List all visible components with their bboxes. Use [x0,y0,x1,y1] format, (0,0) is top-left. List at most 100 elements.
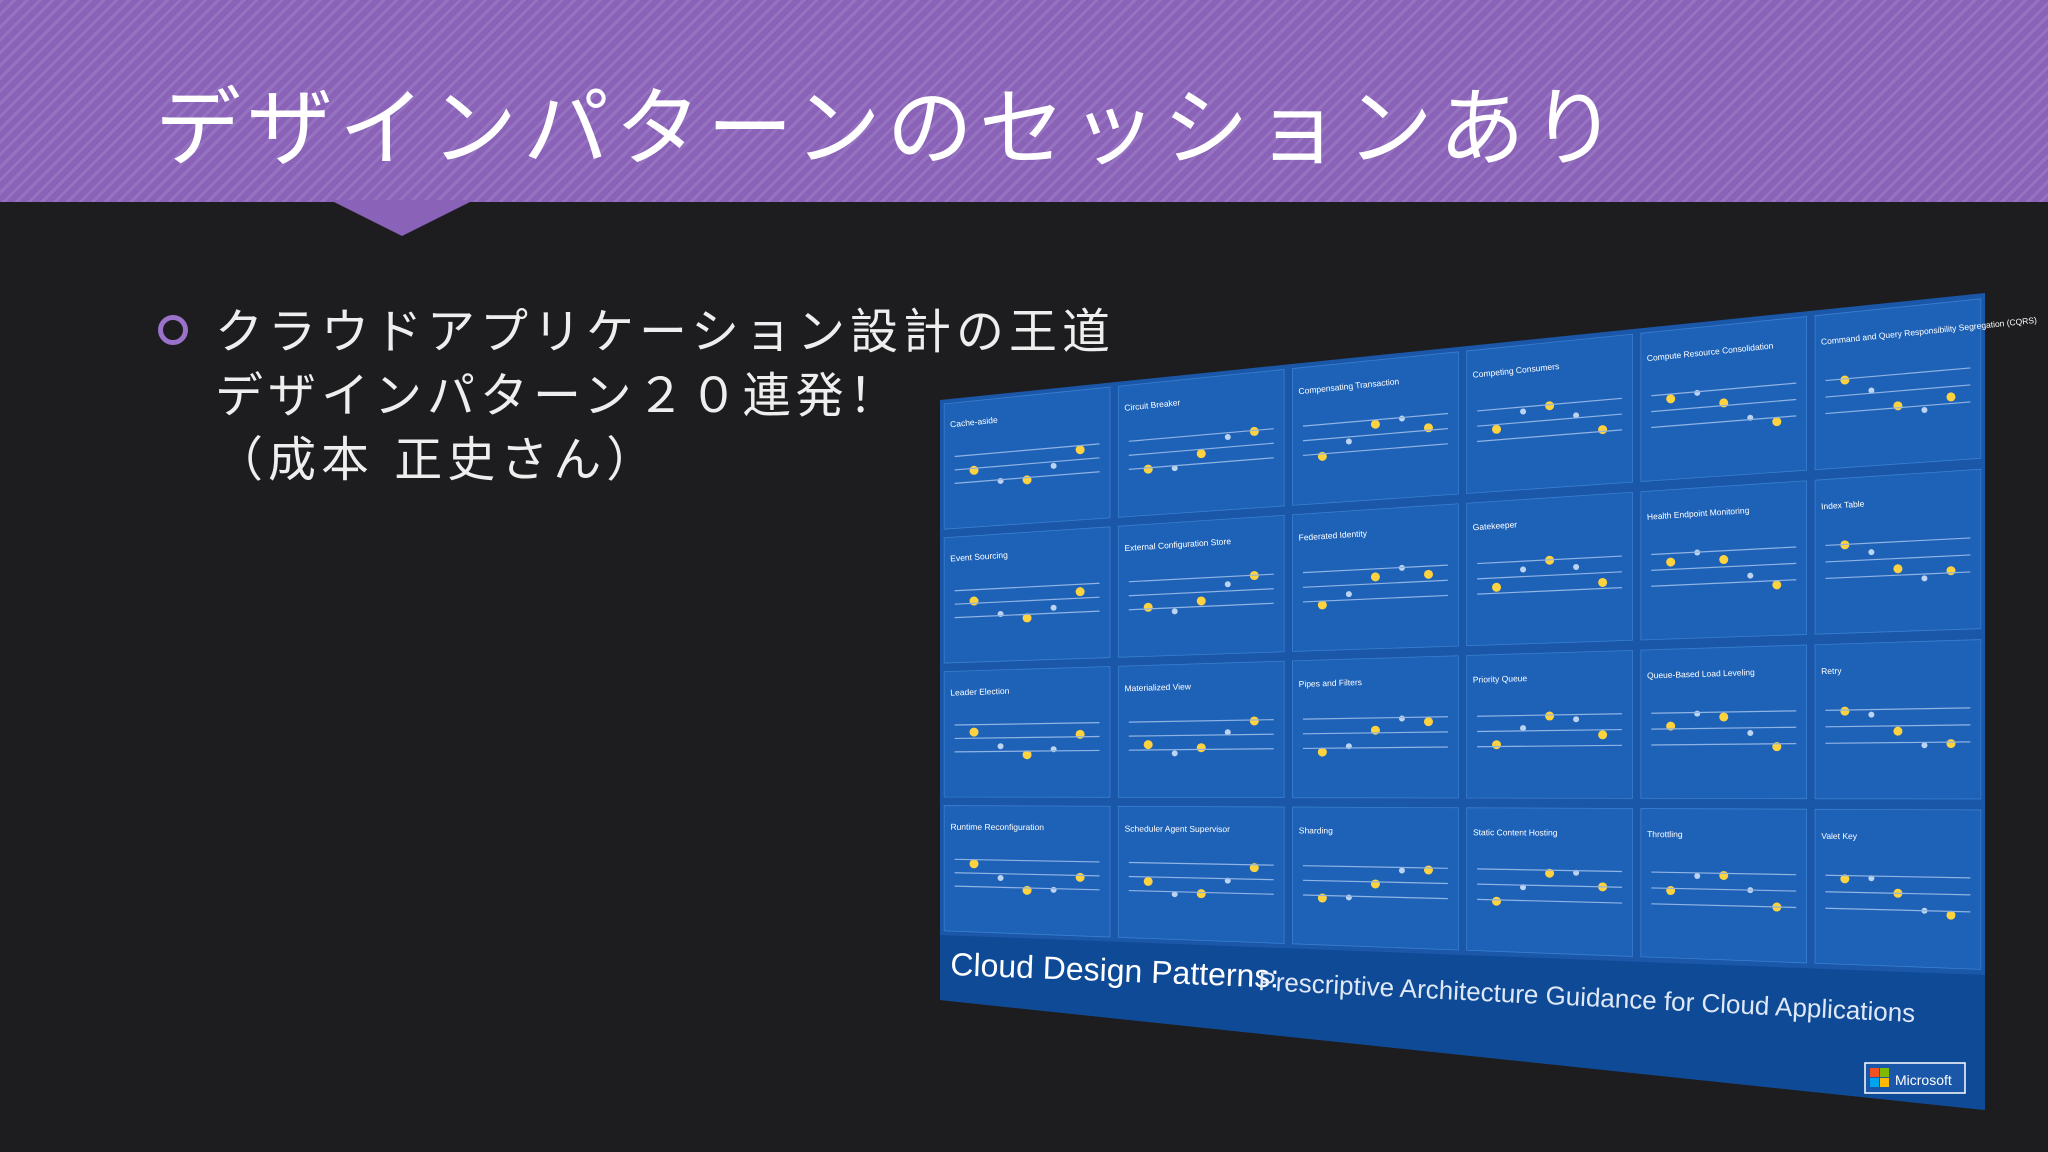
diagram-node-icon [1694,710,1701,717]
tile-text-line [1128,748,1274,751]
tile-text-line [1302,731,1448,735]
pattern-label: Sharding [1299,825,1333,835]
pattern-tile [1814,298,1982,471]
diagram-node-icon [1171,750,1178,757]
diagram-node-icon [1520,566,1527,573]
tile-text-line [1477,397,1623,412]
diagram-node-icon [1492,424,1502,434]
diagram-node-icon [969,596,979,606]
diagram-node-icon [1143,876,1153,886]
diagram-node-icon [1868,875,1875,882]
tile-text-line [1651,415,1797,429]
tile-text-line [1825,367,1971,382]
diagram-node-icon [1171,465,1178,472]
tile-text-line [1825,401,1971,415]
diagram-node-icon [1598,577,1608,587]
pattern-label: Pipes and Filters [1299,677,1363,689]
diagram-node-icon [1666,557,1676,567]
tile-text-line [1477,586,1623,595]
microsoft-logo-text: Microsoft [1895,1072,1952,1088]
diagram-node-icon [1893,401,1903,411]
tile-text-line [954,735,1100,740]
tile-text-line [1477,898,1623,904]
tile-text-line [1302,443,1448,457]
diagram-node-icon [969,465,979,475]
diagram-node-icon [1946,910,1956,920]
tile-text-line [1825,724,1971,728]
diagram-node-icon [1868,711,1875,718]
tile-text-line [1825,891,1971,896]
pattern-label: Valet Key [1821,831,1858,841]
pattern-tile [1117,660,1285,799]
diagram-node-icon [1772,417,1782,427]
pattern-tile [1814,468,1982,635]
diagram-node-icon [1249,426,1259,436]
pattern-tile [1814,639,1982,800]
diagram-node-icon [1075,445,1085,455]
tile-text-line [954,457,1100,471]
microsoft-logo-icon [1880,1078,1889,1087]
diagram-node-icon [1317,600,1327,610]
diagram-node-icon [1370,572,1380,582]
diagram-node-icon [1694,389,1701,396]
diagram-node-icon [1492,740,1502,750]
pattern-label: Gatekeeper [1472,519,1517,532]
tile-text-line [1651,382,1797,397]
pattern-tile [1466,491,1633,647]
tile-text-line [1128,733,1274,737]
pattern-tile [1466,807,1633,957]
tile-text-line [1128,573,1274,583]
diagram-node-icon [1370,879,1380,889]
tile-text-line [1651,743,1797,746]
bullet-line: デザインパターン２０連発！ [215,368,902,424]
tile-text-line [1128,861,1274,866]
tile-text-line [1128,875,1274,881]
diagram-node-icon [1893,564,1903,574]
diagram-node-icon [1171,608,1178,615]
diagram-node-icon [1598,425,1608,435]
tile-text-line [954,749,1100,753]
pattern-label: Runtime Reconfiguration [950,822,1044,832]
diagram-node-icon [1946,739,1956,749]
diagram-node-icon [1747,729,1754,736]
tile-text-line [1651,546,1797,556]
diagram-node-icon [1196,596,1206,606]
tile-text-line [1651,398,1797,413]
diagram-node-icon [1868,387,1875,394]
diagram-node-icon [1196,889,1206,899]
tile-text-line [1825,741,1971,744]
tile-text-line [1825,571,1971,580]
pattern-label: Retry [1821,666,1842,677]
tile-text-line [1825,707,1971,711]
diagram-node-icon [969,859,979,869]
diagram-node-icon [1345,438,1352,445]
pattern-label: Priority Queue [1473,673,1528,685]
tile-text-line [1825,384,1971,398]
pattern-label: Static Content Hosting [1473,827,1558,837]
pattern-label: Event Sourcing [950,550,1008,564]
tile-text-line [954,858,1100,863]
tile-text-line [1128,457,1274,470]
microsoft-logo-icon [1870,1078,1879,1087]
bullet-line: （成本 正史さん） [215,432,660,488]
diagram-node-icon [1022,613,1032,623]
pattern-tile [943,805,1111,938]
tile-text-line [954,471,1100,484]
diagram-node-icon [1893,726,1903,736]
tile-text-line [954,443,1100,458]
diagram-node-icon [969,727,979,737]
pattern-label: Index Table [1821,499,1865,512]
tile-text-line [1825,874,1971,879]
tile-text-line [1302,879,1448,885]
diagram-node-icon [1573,563,1580,570]
tile-text-line [1302,746,1448,750]
tile-text-line [1477,883,1623,888]
tile-text-line [1302,865,1448,869]
diagram-node-icon [1840,874,1850,884]
tile-text-line [1302,564,1448,574]
pattern-tile [1466,333,1633,494]
pattern-tile [943,386,1111,530]
tile-text-line [954,582,1100,592]
